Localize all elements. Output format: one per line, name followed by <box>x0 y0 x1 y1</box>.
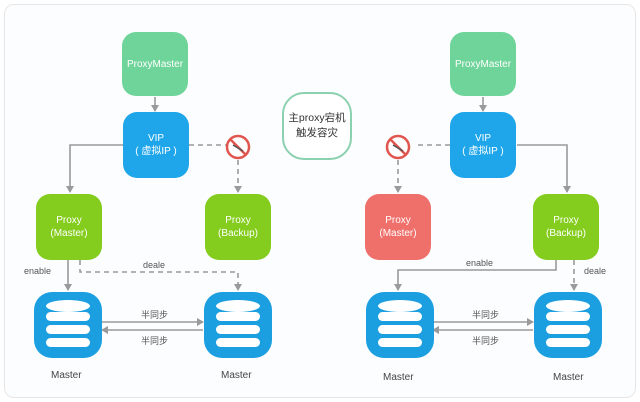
proxy-label: Proxy <box>553 215 579 226</box>
disable-label-right: deale <box>584 266 607 276</box>
sync-label-bottom-left: 半同步 <box>141 336 169 346</box>
proxy-role-label: (Backup) <box>217 228 258 239</box>
disable-label-left: deale <box>143 260 166 270</box>
edge-proxy-db-left-enable-right <box>394 260 557 291</box>
vip-node-right: VIP ( 虚拟IP ) <box>450 112 516 178</box>
database-icon <box>34 292 102 358</box>
proxy-backup-node-left: Proxy (Backup) <box>205 194 271 260</box>
db-label-left-2: Master <box>221 370 252 381</box>
vip-node-left: VIP ( 虚拟IP ) <box>123 112 189 178</box>
diagram-frame <box>4 4 636 398</box>
db-label-left-1: Master <box>51 370 82 381</box>
proxymaster-label: ProxyMaster <box>126 58 184 70</box>
prohibit-icon <box>385 134 411 160</box>
proxy-role-label: (Backup) <box>545 228 586 239</box>
sync-label-bottom-right: 半同步 <box>472 336 500 346</box>
failover-note-line2: 触发容灾 <box>296 127 338 139</box>
edge-vip-proxymaster-left <box>66 144 123 193</box>
proxy-label: Proxy <box>385 215 411 226</box>
proxy-role-label: (Master) <box>50 228 88 239</box>
vip-label: VIP <box>147 133 165 144</box>
database-icon <box>534 292 602 358</box>
proxymaster-node-right: ProxyMaster <box>450 32 516 96</box>
database-icon <box>204 292 272 358</box>
sync-label-top-right: 半同步 <box>472 310 500 320</box>
proxy-role-label: (Master) <box>379 228 417 239</box>
failover-note: 主proxy宕机 触发容灾 <box>282 92 352 160</box>
proxymaster-label: ProxyMaster <box>454 58 512 70</box>
sync-label-top-left: 半同步 <box>141 310 169 320</box>
enable-label-right: enable <box>466 258 494 268</box>
proxy-backup-node-right: Proxy (Backup) <box>533 194 599 260</box>
failover-note-line1: 主proxy宕机 <box>288 112 346 124</box>
vip-label: VIP <box>474 133 492 144</box>
proxy-master-node-left: Proxy (Master) <box>36 194 102 260</box>
edge-proxy-db-right-disable <box>79 260 242 291</box>
proxy-label: Proxy <box>56 215 82 226</box>
vip-sublabel: ( 虚拟IP ) <box>135 146 177 157</box>
database-icon <box>366 292 434 358</box>
proxymaster-node-left: ProxyMaster <box>122 32 188 96</box>
vip-sublabel: ( 虚拟IP ) <box>462 146 504 157</box>
db-label-right-1: Master <box>383 372 414 383</box>
proxy-label: Proxy <box>225 215 251 226</box>
prohibit-icon <box>225 134 251 160</box>
enable-label-left: enable <box>24 266 52 276</box>
edge-vip-proxybackup-right <box>517 144 571 193</box>
proxy-master-failed-node-right: Proxy (Master) <box>365 194 431 260</box>
db-label-right-2: Master <box>553 372 584 383</box>
